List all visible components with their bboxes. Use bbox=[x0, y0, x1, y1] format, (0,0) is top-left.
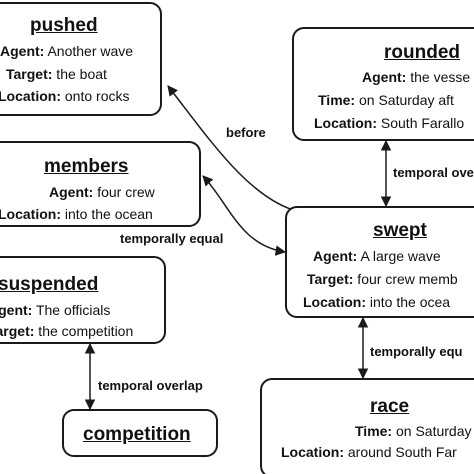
role-label: Time: bbox=[355, 423, 393, 439]
node-title: rounded bbox=[384, 42, 460, 63]
role-value: the boat bbox=[52, 66, 107, 82]
node-pushed: pushed Agent: Another wave Target: the b… bbox=[0, 2, 162, 116]
role-value: The officials bbox=[32, 302, 111, 318]
role-value: into the ocea bbox=[366, 294, 451, 310]
node-line-location: Location: into the ocea bbox=[303, 294, 450, 310]
edge-label-before: before bbox=[226, 125, 266, 140]
role-label: Time: bbox=[318, 92, 356, 108]
role-label: Location: bbox=[314, 115, 377, 131]
role-label: Location: bbox=[0, 206, 61, 222]
role-label: Location: bbox=[303, 294, 366, 310]
role-label: Target: bbox=[6, 66, 53, 82]
node-line-time: Time: on Saturday bbox=[355, 423, 471, 439]
node-line-location: Location: into the ocean bbox=[0, 206, 153, 222]
node-title: members bbox=[44, 156, 129, 177]
role-value: four crew memb bbox=[353, 271, 458, 287]
node-title: competition bbox=[83, 424, 191, 445]
node-line-target: Target: four crew memb bbox=[307, 271, 458, 287]
role-label: Target: bbox=[307, 271, 354, 287]
node-title: pushed bbox=[30, 15, 98, 36]
edge-label-temporally-equal-right: temporally equ bbox=[370, 344, 463, 359]
role-value: the competition bbox=[34, 323, 134, 339]
node-line-agent: Agent: the vesse bbox=[362, 69, 470, 85]
node-race: race Time: on Saturday Location: around … bbox=[260, 378, 474, 474]
edge-label-temporal-overlap-right: temporal over bbox=[393, 165, 474, 180]
node-rounded: rounded Agent: the vesse Time: on Saturd… bbox=[292, 27, 474, 141]
role-label: Agent: bbox=[0, 302, 33, 318]
role-value: into the ocean bbox=[61, 206, 153, 222]
node-title: swept bbox=[373, 220, 427, 241]
node-line-agent: Agent: Another wave bbox=[0, 43, 133, 59]
role-value: South Farallo bbox=[377, 115, 465, 131]
role-label: Agent: bbox=[362, 69, 407, 85]
role-value: onto rocks bbox=[61, 88, 130, 104]
node-line-location: Location: around South Far bbox=[281, 444, 457, 460]
node-competition: competition bbox=[62, 409, 218, 457]
role-label: Agent: bbox=[313, 248, 358, 264]
node-line-target: Target: the boat bbox=[6, 66, 107, 82]
node-line-location: Location: South Farallo bbox=[314, 115, 464, 131]
role-value: A large wave bbox=[357, 248, 441, 264]
role-value: on Saturday aft bbox=[355, 92, 454, 108]
node-line-time: Time: on Saturday aft bbox=[318, 92, 454, 108]
node-title: suspended bbox=[0, 274, 99, 295]
role-value: on Saturday bbox=[392, 423, 472, 439]
node-suspended: suspended Agent: The officials Target: t… bbox=[0, 256, 166, 344]
role-value: four crew bbox=[93, 184, 155, 200]
node-line-agent: Agent: four crew bbox=[49, 184, 155, 200]
node-title: race bbox=[370, 396, 410, 417]
node-line-agent: Agent: The officials bbox=[0, 302, 110, 318]
node-line-agent: Agent: A large wave bbox=[313, 248, 441, 264]
edge-temporally-equal-arrow bbox=[202, 175, 287, 256]
role-value: the vesse bbox=[406, 69, 471, 85]
role-label: Agent: bbox=[0, 43, 45, 59]
role-value: Another wave bbox=[44, 43, 134, 59]
node-swept: swept Agent: A large wave Target: four c… bbox=[285, 206, 474, 318]
role-label: Agent: bbox=[49, 184, 94, 200]
role-value: around South Far bbox=[344, 444, 457, 460]
role-label: Location: bbox=[281, 444, 344, 460]
node-line-target: Target: the competition bbox=[0, 323, 133, 339]
node-line-location: Location: onto rocks bbox=[0, 88, 129, 104]
role-label: Location: bbox=[0, 88, 61, 104]
edge-label-temporally-equal: temporally equal bbox=[120, 231, 224, 246]
edge-label-temporal-overlap-left: temporal overlap bbox=[98, 378, 203, 393]
node-members: members Agent: four crew Location: into … bbox=[0, 141, 201, 227]
role-label: Target: bbox=[0, 323, 35, 339]
